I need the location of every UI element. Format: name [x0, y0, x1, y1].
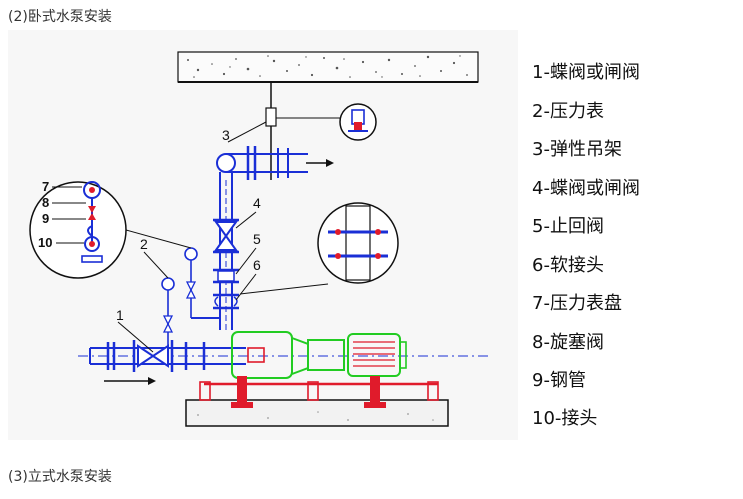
- suction-pressure-gauge: [161, 277, 175, 348]
- legend-item-9: 9-钢管: [532, 370, 586, 391]
- legend-item-4: 4-蝶阀或闸阀: [532, 178, 640, 199]
- legend-item-10: 10-接头: [532, 408, 598, 429]
- legend-item-7: 7-压力表盘: [532, 293, 622, 314]
- callout-2: 2: [140, 236, 148, 252]
- callout-6: 6: [253, 257, 261, 273]
- elastic-hanger: [265, 82, 348, 180]
- ceiling-slab: [177, 51, 479, 83]
- legend-item-1: 1-蝶阀或闸阀: [532, 62, 640, 83]
- legend-item-8: 8-旋塞阀: [532, 332, 604, 353]
- callout-4: 4: [253, 195, 261, 211]
- hanger-detail-inset: [339, 103, 377, 141]
- legend-item-2: 2-压力表: [532, 101, 604, 122]
- section-heading-vertical-pump: (3)立式水泵安装: [8, 469, 112, 485]
- pump-unit: [231, 331, 407, 379]
- gauge-detail-inset: 7 8 9 10: [29, 179, 192, 279]
- legend-item-6: 6-软接头: [532, 255, 604, 276]
- legend-item-5: 5-止回阀: [532, 216, 604, 237]
- callout-5: 5: [253, 231, 261, 247]
- section-heading-horizontal-pump: (2)卧式水泵安装: [8, 9, 112, 25]
- flexible-joint-6: [213, 293, 239, 310]
- valve-detail-inset: [239, 202, 399, 295]
- inset-label-8: 8: [42, 195, 49, 210]
- legend-item-3: 3-弹性吊架: [532, 139, 622, 160]
- concrete-base: [185, 376, 449, 427]
- discharge-gauge-branch: [184, 247, 220, 319]
- callout-leaders: [117, 121, 267, 353]
- callout-3: 3: [222, 127, 230, 143]
- inset-label-10: 10: [38, 235, 52, 250]
- butterfly-valve-4: [213, 218, 239, 254]
- suction-pipe: [78, 340, 488, 385]
- check-valve-5: [213, 268, 239, 284]
- inset-label-9: 9: [42, 211, 49, 226]
- inset-label-7: 7: [42, 179, 49, 194]
- discharge-outlet: [216, 146, 334, 180]
- callout-1: 1: [116, 307, 124, 323]
- horizontal-pump-installation-diagram: 7 8 9 10 1 2 3 4 5 6: [8, 30, 518, 440]
